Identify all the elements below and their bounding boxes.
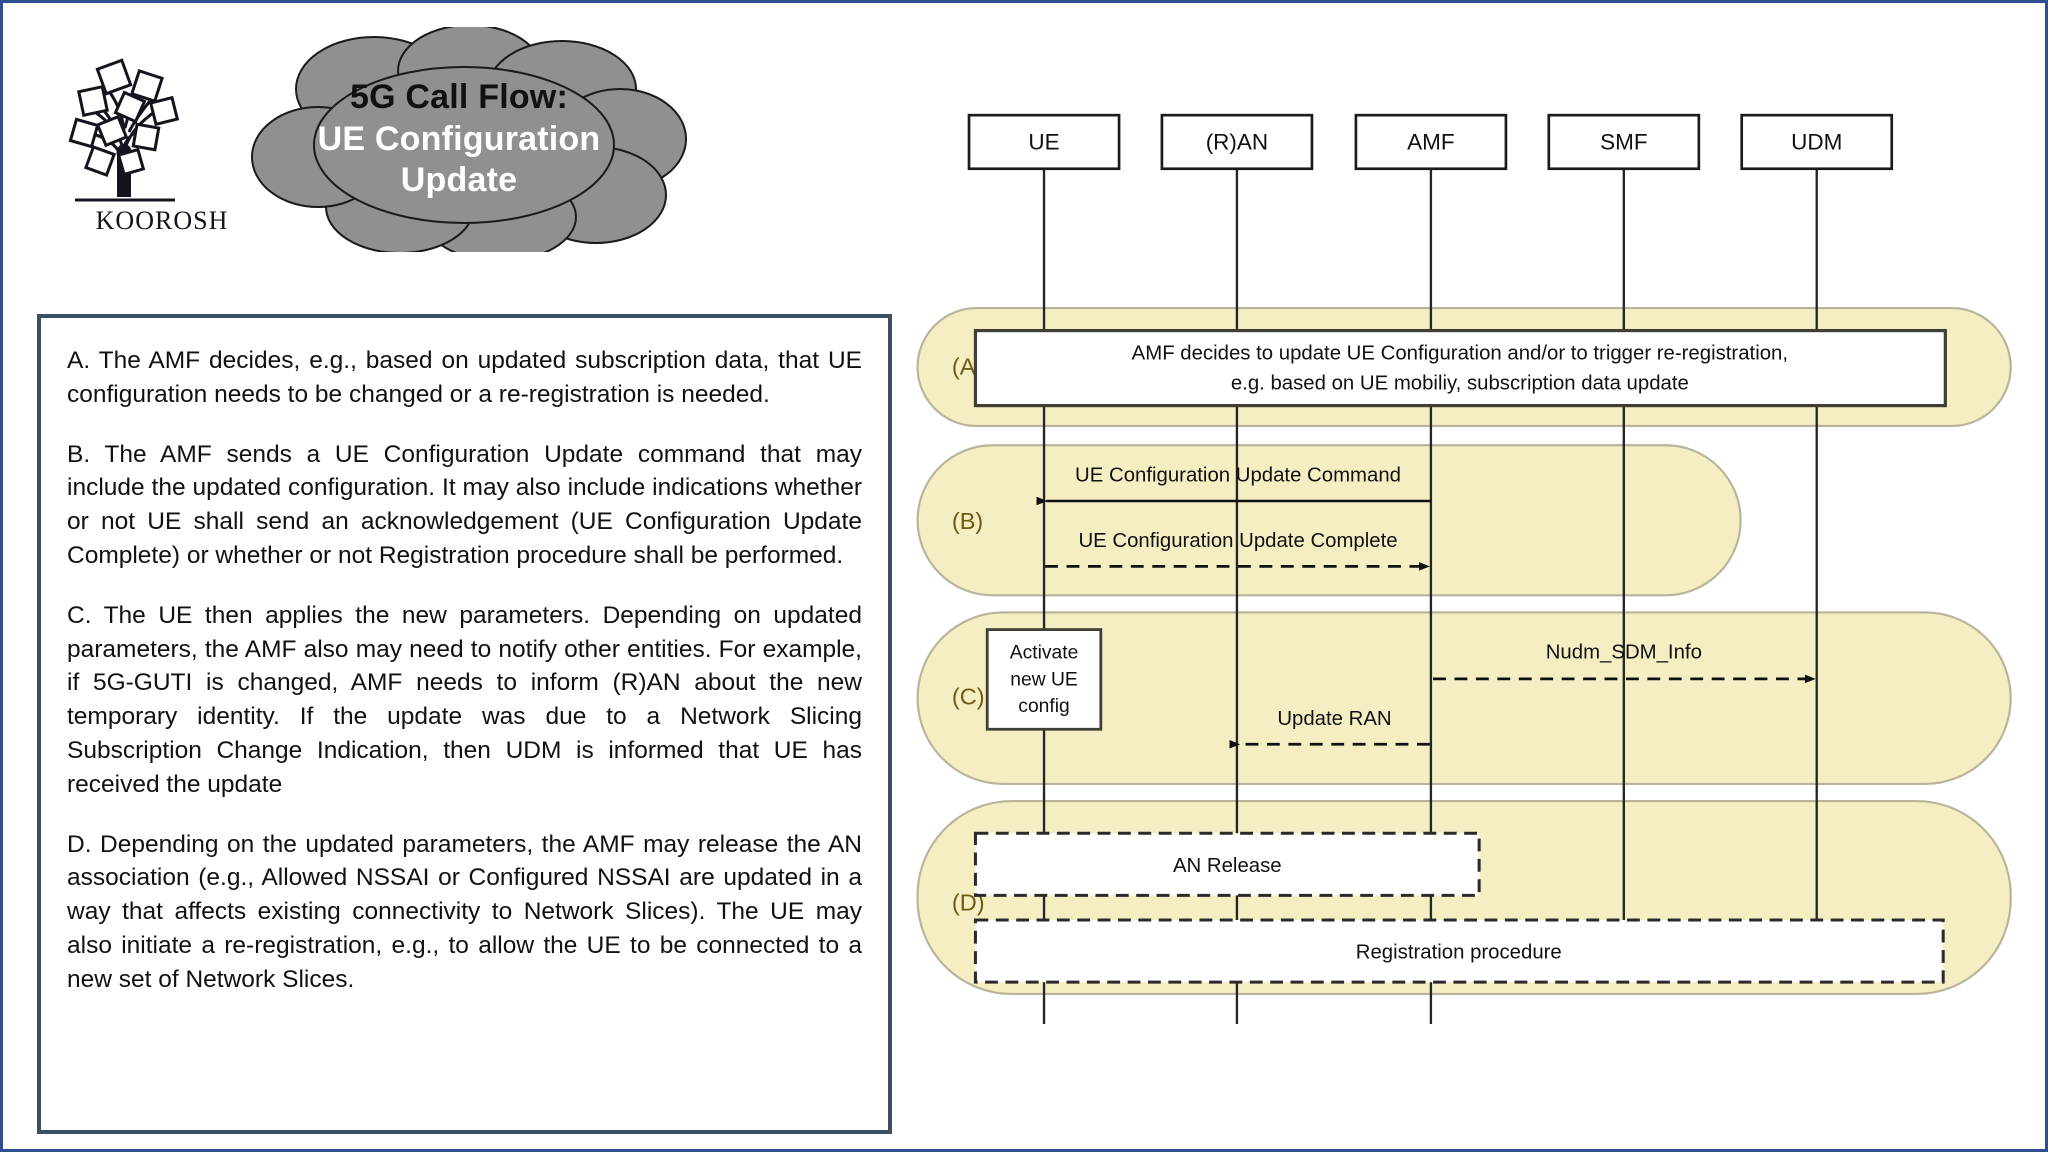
title-line-2: UE Configuration: [317, 119, 601, 158]
ref-box-label-registration-procedure: Registration procedure: [1356, 942, 1562, 964]
description-box: A. The AMF decides, e.g., based on updat…: [37, 314, 892, 1134]
title-cloud: 5G Call Flow: UE Configuration Update: [224, 27, 694, 252]
actor-label-smf: SMF: [1600, 129, 1648, 154]
description-paragraph-b: B. The AMF sends a UE Configuration Upda…: [67, 440, 862, 569]
actor-head-udm[interactable]: UDM: [1740, 113, 1894, 171]
step-b: (B) UE Configuration Update Command UE C…: [952, 465, 1431, 571]
actor-head-amf[interactable]: AMF: [1354, 113, 1508, 171]
step-label-c: (C): [952, 684, 985, 710]
note-c-line-1: Activate: [1010, 643, 1079, 664]
title-line-3: Update: [400, 161, 518, 200]
message-label-update-ran: Update RAN: [1277, 708, 1391, 730]
note-c-line-3: config: [1018, 696, 1069, 717]
description-paragraph-d: D. Depending on the updated parameters, …: [67, 830, 862, 993]
step-a: (A) AMF decides to update UE Configurati…: [952, 328, 1947, 408]
description-paragraph-c: C. The UE then applies the new parameter…: [67, 601, 862, 798]
band-c: [916, 611, 2012, 785]
note-a-line-1: AMF decides to update UE Configuration a…: [1132, 343, 1788, 365]
note-a-box: [973, 328, 1947, 408]
brand-name: KOOROSH: [95, 206, 229, 235]
band-b: [916, 444, 1742, 597]
actor-label-udm: UDM: [1791, 129, 1842, 154]
step-d: (D) AN Release Registration procedure: [952, 831, 1945, 984]
left-column: KOOROSH 5G Call Flow: UE Confi: [9, 9, 909, 1143]
actor-label-ran: (R)AN: [1206, 129, 1269, 154]
actor-heads: UE (R)AN AMF SMF UDM: [967, 113, 1894, 171]
ref-box-label-an-release: AN Release: [1173, 855, 1282, 877]
note-c-line-2: new UE: [1010, 669, 1078, 690]
actor-head-ue[interactable]: UE: [967, 113, 1121, 171]
description-paragraph-a: A. The AMF decides, e.g., based on updat…: [67, 347, 862, 408]
tree-logo-icon: KOOROSH: [49, 34, 227, 235]
step-label-b: (B): [952, 508, 983, 534]
message-label-ue-config-update-command: UE Configuration Update Command: [1075, 465, 1401, 487]
actor-label-amf: AMF: [1407, 129, 1455, 154]
sequence-diagram: UE (R)AN AMF SMF UDM: [909, 9, 2045, 1143]
title-line-1: 5G Call Flow:: [350, 78, 568, 117]
message-label-nudm-sdm-info: Nudm_SDM_Info: [1546, 642, 1702, 664]
actor-head-smf[interactable]: SMF: [1547, 113, 1701, 171]
note-c-activate-box: [985, 628, 1103, 731]
note-a-line-2: e.g. based on UE mobiliy, subscription d…: [1231, 373, 1689, 395]
ref-box-registration-procedure: [973, 918, 1945, 984]
ref-box-an-release: [973, 831, 1481, 897]
step-c: (C) Activate new UE config Nudm_SDM_Info…: [952, 628, 1816, 749]
message-label-ue-config-update-complete: UE Configuration Update Complete: [1078, 530, 1397, 552]
actor-label-ue: UE: [1028, 129, 1059, 154]
actor-head-ran[interactable]: (R)AN: [1160, 113, 1314, 171]
